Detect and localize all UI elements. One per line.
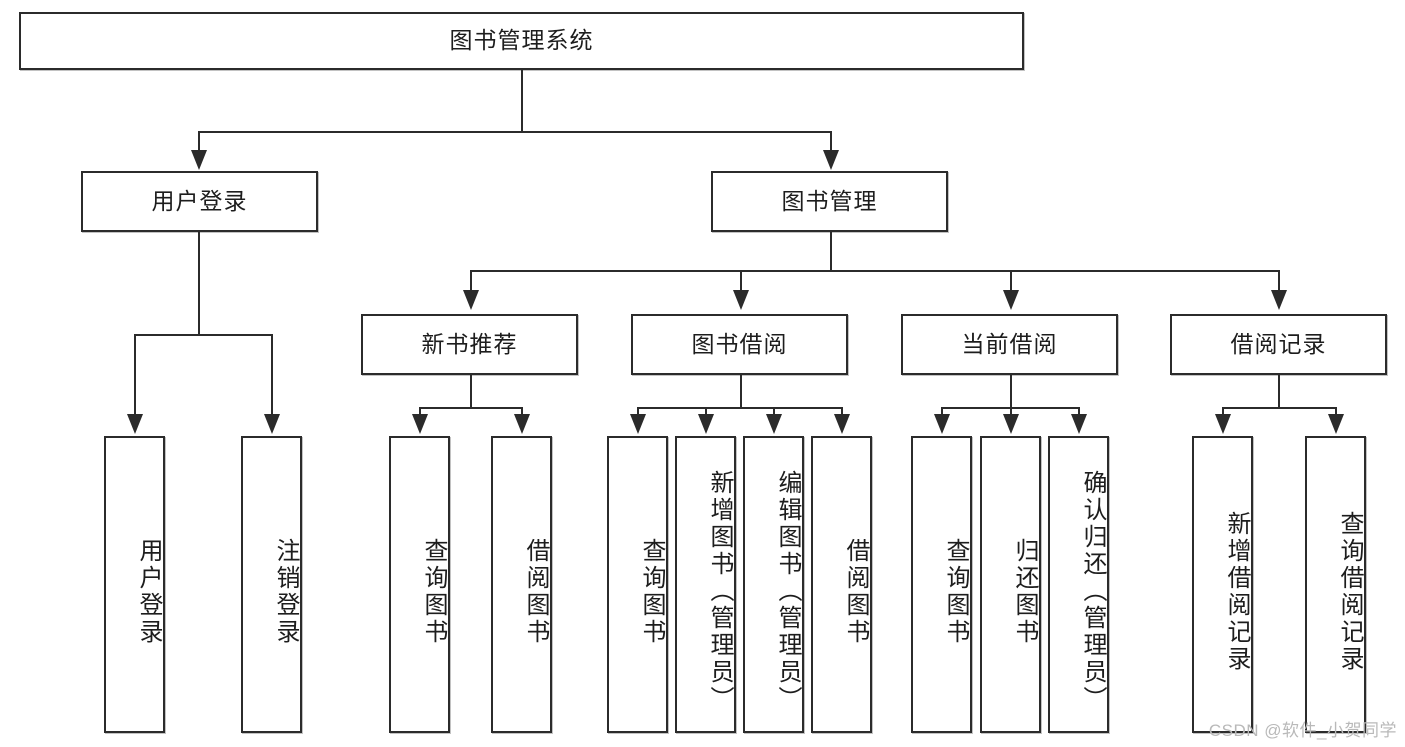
leaf-borrowrecord-add-record[interactable]: 新增借阅记录 — [1192, 436, 1253, 733]
arrow-book-management — [823, 150, 839, 170]
edge-drop-book-borrow — [740, 270, 742, 292]
edge-drop-leaf-user-login-2 — [271, 334, 273, 416]
node-label: 借阅图书 — [522, 537, 549, 646]
edge-drop-user-login — [198, 131, 200, 153]
edge-drop-leaf-br-2 — [1335, 407, 1337, 416]
arrow-leaf-br-1 — [1215, 414, 1231, 434]
node-book-management[interactable]: 图书管理 — [711, 171, 948, 232]
edge-drop-leaf-user-login-1 — [134, 334, 136, 416]
node-book-borrow[interactable]: 图书借阅 — [631, 314, 848, 375]
edge-drop-book-management — [830, 131, 832, 153]
node-label: 图书管理 — [781, 187, 878, 214]
edge-drop-borrow-record — [1278, 270, 1280, 292]
node-label: 新增借阅记录 — [1223, 510, 1250, 673]
edge-new-book-bus — [419, 407, 523, 409]
arrow-leaf-br-2 — [1328, 414, 1344, 434]
edge-book-borrow-stem — [740, 375, 742, 408]
arrow-leaf-cb-1 — [934, 414, 950, 434]
arrow-book-borrow — [733, 290, 749, 310]
node-label: 图书借阅 — [691, 330, 788, 357]
edge-drop-leaf-bb-2 — [705, 407, 707, 416]
edge-current-borrow-stem — [1010, 375, 1012, 408]
node-label: 查询图书 — [942, 537, 969, 646]
node-root-book-management-system[interactable]: 图书管理系统 — [19, 12, 1024, 70]
leaf-bookborrow-add-book-admin[interactable]: 新增图书（管理员） — [675, 436, 736, 733]
edge-level2-bus — [198, 131, 832, 133]
node-label: 新增图书（管理员） — [706, 470, 733, 713]
arrow-leaf-bb-4 — [834, 414, 850, 434]
arrow-leaf-cb-2 — [1003, 414, 1019, 434]
edge-user-login-stem — [198, 232, 200, 335]
edge-drop-leaf-bb-1 — [637, 407, 639, 416]
edge-drop-leaf-cb-2 — [1010, 407, 1012, 416]
arrow-leaf-newbook-2 — [514, 414, 530, 434]
node-label: 编辑图书（管理员） — [774, 470, 801, 713]
edge-root-stem — [521, 70, 523, 132]
arrow-leaf-bb-1 — [630, 414, 646, 434]
leaf-bookborrow-edit-book-admin[interactable]: 编辑图书（管理员） — [743, 436, 804, 733]
node-label: 查询图书 — [420, 537, 447, 646]
arrow-borrow-record — [1271, 290, 1287, 310]
edge-drop-leaf-br-1 — [1222, 407, 1224, 416]
node-current-borrow[interactable]: 当前借阅 — [901, 314, 1118, 375]
arrow-leaf-newbook-1 — [412, 414, 428, 434]
leaf-user-login-logout[interactable]: 注销登录 — [241, 436, 302, 733]
node-borrow-record[interactable]: 借阅记录 — [1170, 314, 1387, 375]
edge-level3-bus — [470, 270, 1279, 272]
arrow-current-borrow — [1003, 290, 1019, 310]
edge-drop-leaf-cb-3 — [1078, 407, 1080, 416]
arrow-leaf-bb-2 — [698, 414, 714, 434]
node-label: 新书推荐 — [421, 330, 518, 357]
arrow-new-book — [463, 290, 479, 310]
node-user-login[interactable]: 用户登录 — [81, 171, 318, 232]
edge-drop-new-book — [470, 270, 472, 292]
leaf-newbook-query-book[interactable]: 查询图书 — [389, 436, 450, 733]
edge-book-borrow-bus — [637, 407, 843, 409]
edge-book-management-stem — [830, 232, 832, 271]
node-new-book-recommend[interactable]: 新书推荐 — [361, 314, 578, 375]
edge-user-login-bus — [134, 334, 273, 336]
node-label: 查询借阅记录 — [1336, 510, 1363, 673]
node-label: 图书管理系统 — [449, 27, 594, 54]
arrow-leaf-user-login-2 — [264, 414, 280, 434]
leaf-bookborrow-borrow-book[interactable]: 借阅图书 — [811, 436, 872, 733]
edge-borrow-record-stem — [1278, 375, 1280, 408]
leaf-currentborrow-query-book[interactable]: 查询图书 — [911, 436, 972, 733]
edge-borrow-record-bus — [1222, 407, 1337, 409]
edge-drop-leaf-newbook-1 — [419, 407, 421, 416]
node-label: 当前借阅 — [961, 330, 1058, 357]
edge-drop-current-borrow — [1010, 270, 1012, 292]
node-label: 查询图书 — [638, 537, 665, 646]
node-label: 借阅记录 — [1230, 330, 1327, 357]
edge-drop-leaf-bb-3 — [773, 407, 775, 416]
leaf-bookborrow-query-book[interactable]: 查询图书 — [607, 436, 668, 733]
node-label: 借阅图书 — [842, 537, 869, 646]
leaf-currentborrow-return-book[interactable]: 归还图书 — [980, 436, 1041, 733]
leaf-currentborrow-confirm-return-admin[interactable]: 确认归还（管理员） — [1048, 436, 1109, 733]
node-label: 用户登录 — [151, 187, 248, 214]
arrow-leaf-bb-3 — [766, 414, 782, 434]
arrow-leaf-cb-3 — [1071, 414, 1087, 434]
leaf-user-login-login[interactable]: 用户登录 — [104, 436, 165, 733]
node-label: 注销登录 — [272, 537, 299, 646]
arrow-leaf-user-login-1 — [127, 414, 143, 434]
edge-drop-leaf-bb-4 — [841, 407, 843, 416]
edge-drop-leaf-newbook-2 — [521, 407, 523, 416]
leaf-newbook-borrow-book[interactable]: 借阅图书 — [491, 436, 552, 733]
edge-new-book-stem — [470, 375, 472, 408]
node-label: 用户登录 — [135, 537, 162, 646]
edge-drop-leaf-cb-1 — [941, 407, 943, 416]
node-label: 归还图书 — [1011, 537, 1038, 646]
leaf-borrowrecord-query-record[interactable]: 查询借阅记录 — [1305, 436, 1366, 733]
arrow-user-login — [191, 150, 207, 170]
node-label: 确认归还（管理员） — [1079, 470, 1106, 713]
